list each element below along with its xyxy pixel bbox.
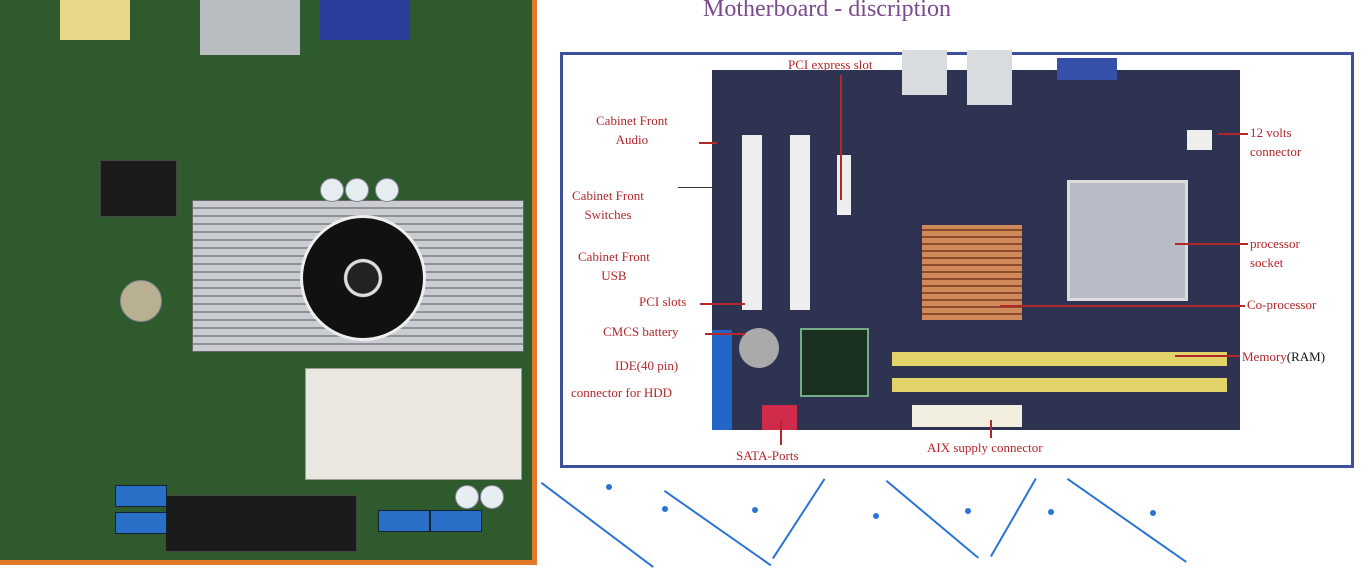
cmos-battery — [739, 328, 779, 368]
label-memory: Memory(RAM) — [1242, 347, 1325, 366]
label-line: Switches — [584, 207, 632, 222]
label-line: Audio — [615, 132, 649, 147]
label-ide: IDE(40 pin) connector for HDD — [571, 352, 678, 406]
usb-ports — [200, 0, 300, 55]
pci-slot — [790, 135, 810, 310]
decorative-dot — [965, 508, 971, 514]
capacitor — [345, 178, 369, 202]
cpu-fan — [300, 215, 426, 341]
ide-connector — [712, 330, 732, 430]
vga-port — [320, 0, 410, 40]
label-line: Cabinet Front — [572, 188, 644, 203]
label-pci-express: PCI express slot — [788, 57, 873, 72]
label-line: Cabinet Front — [596, 113, 668, 128]
label-processor-socket: processor socket — [1250, 234, 1300, 272]
sata-port — [115, 512, 167, 534]
decorative-dot — [606, 484, 612, 490]
north-bridge — [800, 328, 869, 397]
label-line: connector — [1250, 144, 1302, 159]
sata-port — [115, 485, 167, 507]
label-pci-slots: PCI slots — [639, 294, 687, 309]
decorative-line — [1066, 478, 1187, 563]
diagram-title: Motherboard - discription — [703, 0, 951, 22]
decorative-line — [885, 480, 979, 559]
label-line: 12 volts — [1250, 125, 1292, 140]
chip — [100, 160, 177, 217]
decorative-dot — [1048, 509, 1054, 515]
label-line: connector for HDD — [571, 385, 673, 400]
capacitor — [375, 178, 399, 202]
12v-connector — [1187, 130, 1212, 150]
cpu-socket — [1067, 180, 1188, 301]
sata-ports — [762, 405, 797, 430]
decorative-dot — [1150, 510, 1156, 516]
decorative-line — [540, 482, 654, 568]
decorative-line — [772, 478, 826, 560]
label-12v-connector: 12 volts connector — [1250, 123, 1301, 161]
cmos-battery — [120, 280, 162, 322]
label-line: socket — [1250, 255, 1284, 270]
chipset-heatsink — [922, 225, 1022, 320]
decorative-dot — [662, 506, 668, 512]
label-line: Cabinet Front — [578, 249, 650, 264]
label-line: USB — [601, 268, 627, 283]
label-line: IDE(40 pin) — [615, 358, 679, 373]
mini-itx-board-photo — [0, 0, 537, 565]
label-line: processor — [1250, 236, 1300, 251]
sata-port — [430, 510, 482, 532]
label-line: (RAM) — [1286, 349, 1326, 364]
audio-jacks — [60, 0, 130, 40]
ide-connector — [165, 495, 357, 552]
pci-slot — [742, 135, 762, 310]
label-cmcs-battery: CMCS battery — [603, 324, 679, 339]
ram-slot — [892, 378, 1227, 392]
usb-port — [967, 50, 1012, 105]
motherboard-photo — [712, 50, 1240, 430]
lan-port — [902, 50, 947, 95]
label-sata-ports: SATA-Ports — [736, 448, 799, 463]
ram-module — [305, 368, 522, 480]
capacitor — [455, 485, 479, 509]
decorative-line — [663, 490, 772, 567]
capacitor — [320, 178, 344, 202]
vga-port — [1057, 58, 1117, 80]
label-aix-supply: AIX supply connector — [927, 440, 1043, 455]
capacitor — [480, 485, 504, 509]
decorative-line — [990, 478, 1037, 557]
sata-port — [378, 510, 430, 532]
atx-connector — [912, 405, 1022, 427]
decorative-dot — [752, 507, 758, 513]
ram-slot — [892, 352, 1227, 366]
label-coprocessor: Co-processor — [1247, 297, 1317, 312]
decorative-dot — [873, 513, 879, 519]
label-line: Memory — [1242, 349, 1287, 364]
